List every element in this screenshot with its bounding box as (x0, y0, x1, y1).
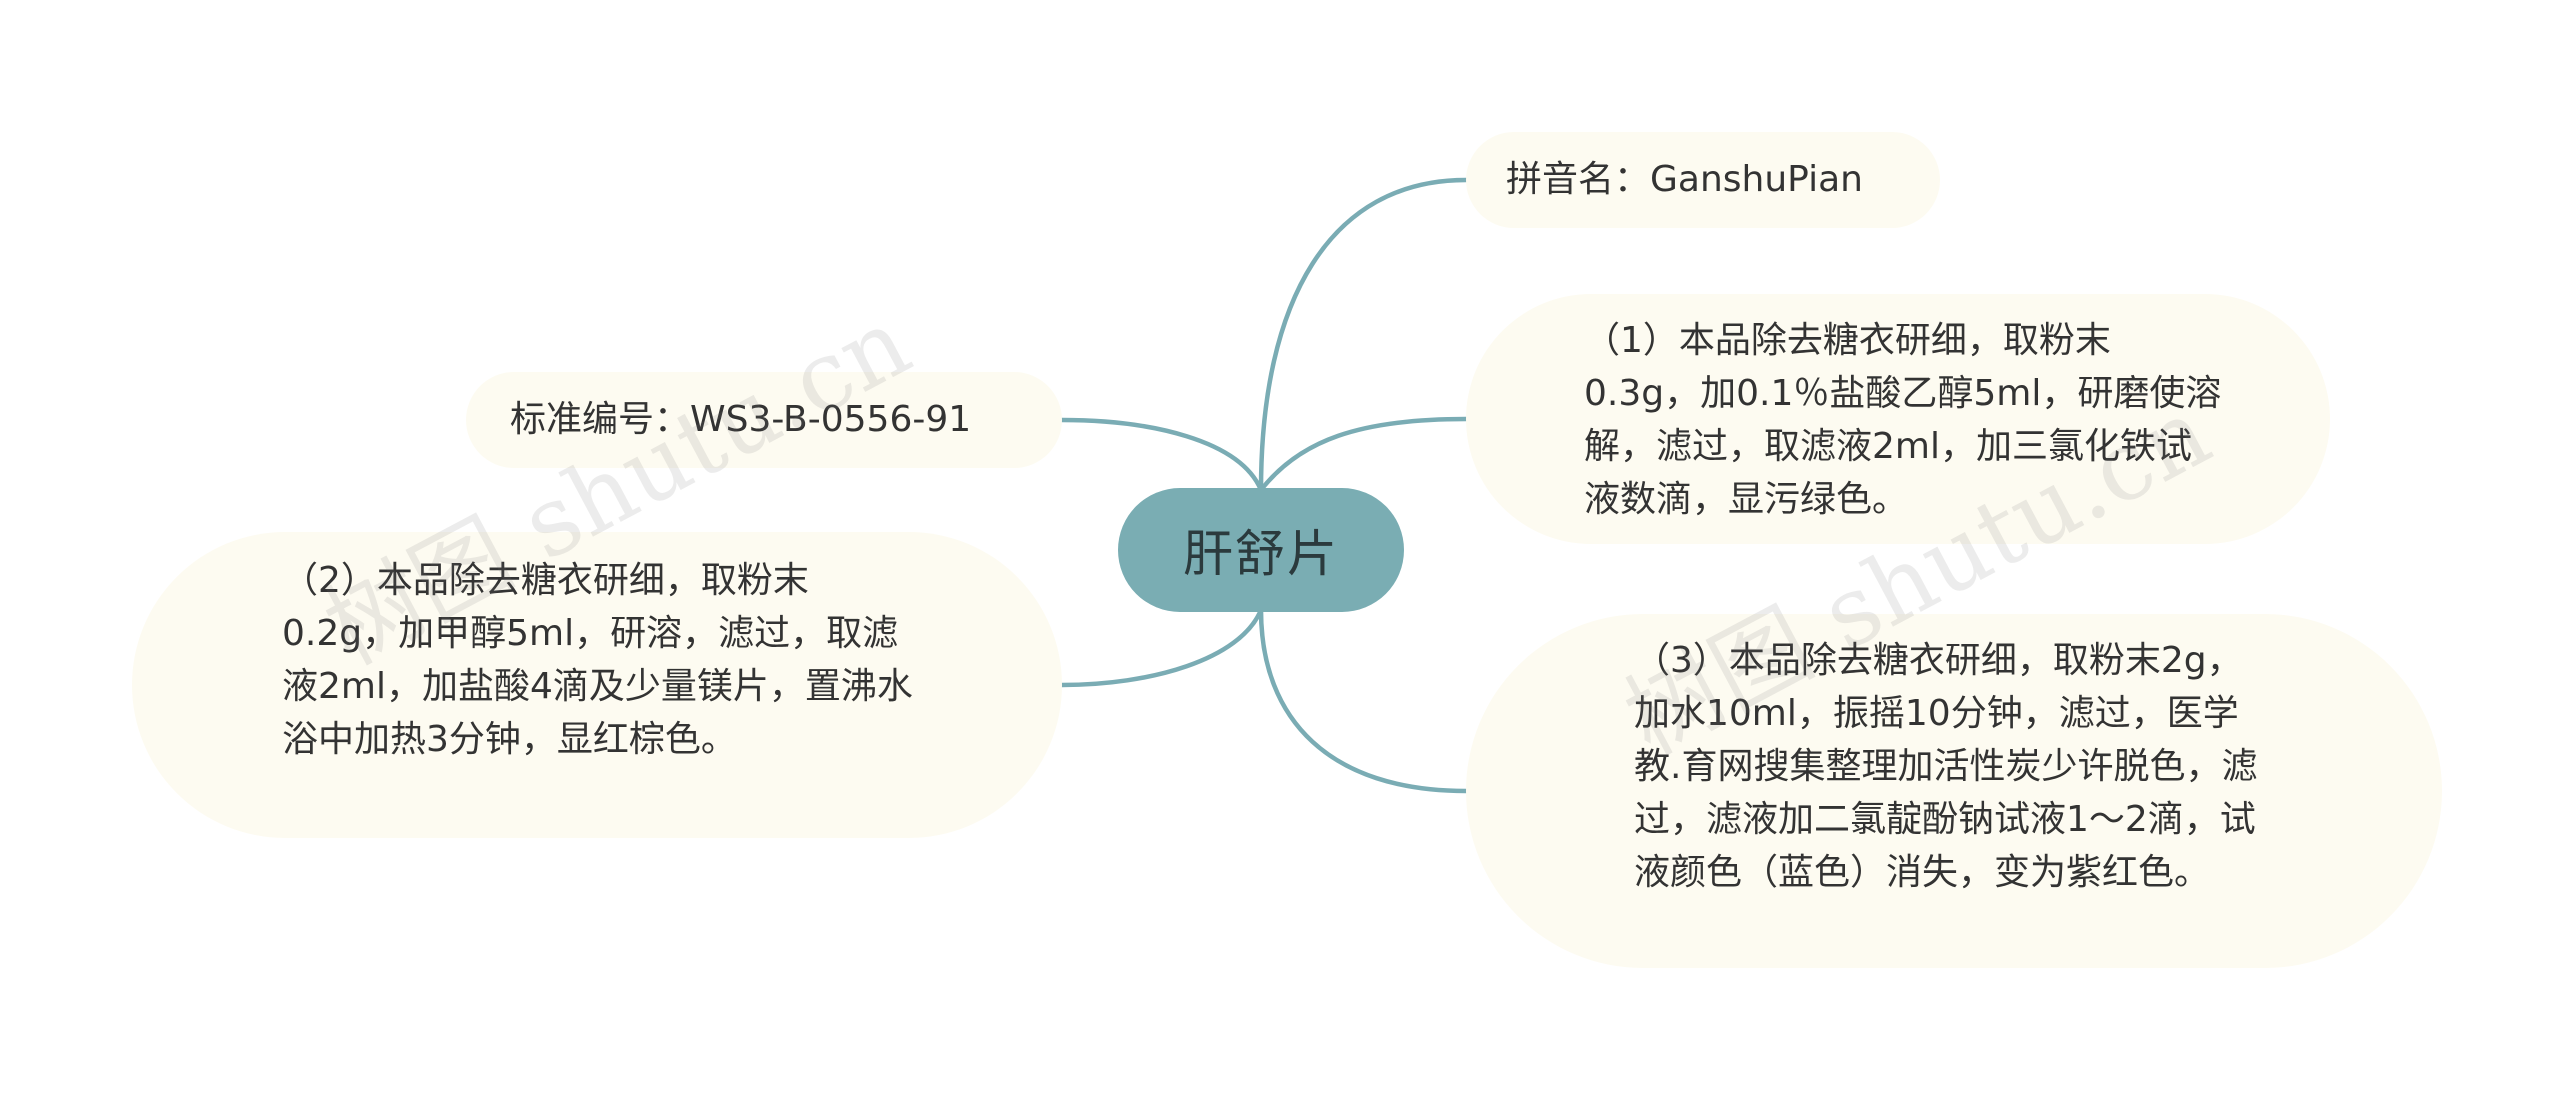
root-topic[interactable]: 肝舒片 (1118, 488, 1404, 612)
node-test-3[interactable]: （3）本品除去糖衣研细，取粉末2g，加水10ml，振摇10分钟，滤过，医学教.育… (1466, 614, 2442, 968)
link-root-to-pinyin (1258, 177, 1469, 493)
node-test-2[interactable]: （2）本品除去糖衣研细，取粉末0.2g，加甲醇5ml，研溶，滤过，取滤液2ml，… (132, 532, 1062, 838)
link-root-to-test3 (1258, 607, 1469, 794)
root-topic-label: 肝舒片 (1183, 525, 1339, 583)
node-pinyin[interactable]: 拼音名：GanshuPian (1466, 132, 1940, 228)
node-test-3-text: （3）本品除去糖衣研细，取粉末2g，加水10ml，振摇10分钟，滤过，医学教.育… (1634, 640, 2258, 893)
node-pinyin-text: 拼音名：GanshuPian (1506, 159, 1863, 200)
link-root-to-test2 (1059, 607, 1264, 688)
node-test-2-text: （2）本品除去糖衣研细，取粉末0.2g，加甲醇5ml，研溶，滤过，取滤液2ml，… (282, 560, 913, 760)
link-root-to-standard (1059, 417, 1264, 493)
node-test-1[interactable]: （1）本品除去糖衣研细，取粉末0.3g，加0.1％盐酸乙醇5ml，研磨使溶解，滤… (1466, 294, 2330, 544)
node-standard-number[interactable]: 标准编号：WS3-B-0556-91 (466, 372, 1062, 468)
node-standard-number-text: 标准编号：WS3-B-0556-91 (510, 399, 972, 440)
link-root-to-test1 (1258, 416, 1469, 493)
node-test-1-text: （1）本品除去糖衣研细，取粉末0.3g，加0.1％盐酸乙醇5ml，研磨使溶解，滤… (1584, 320, 2222, 520)
